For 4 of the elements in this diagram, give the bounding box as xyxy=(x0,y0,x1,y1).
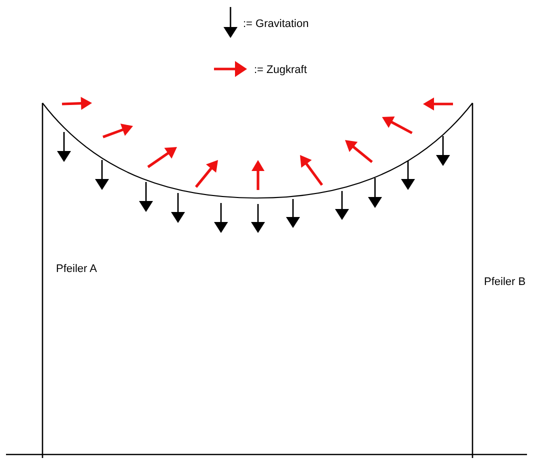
legend-label: := Gravitation xyxy=(243,18,309,31)
pillar-label: Pfeiler A xyxy=(56,263,97,276)
legend-label: := Zugkraft xyxy=(254,64,307,77)
pillar-label: Pfeiler B xyxy=(484,276,526,289)
